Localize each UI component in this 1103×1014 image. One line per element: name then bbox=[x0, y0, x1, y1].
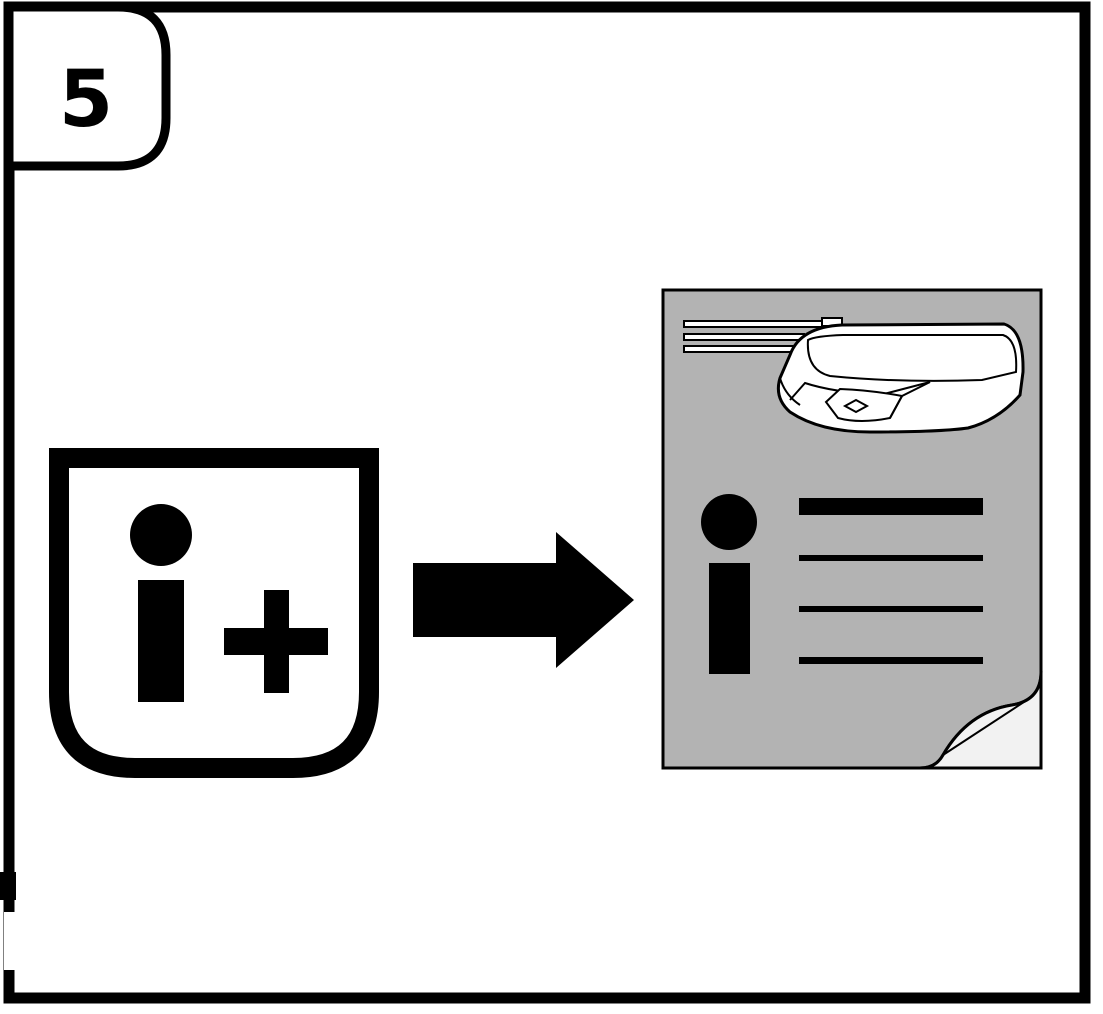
step-number: 5 bbox=[59, 55, 113, 145]
garage-door-opener-icon bbox=[683, 317, 1025, 434]
step-badge: 5 bbox=[4, 2, 171, 171]
frame-notch bbox=[0, 872, 16, 900]
arrow-right-icon bbox=[413, 532, 634, 668]
info-document-icon bbox=[661, 288, 1043, 770]
frame-notch-gap bbox=[4, 912, 16, 970]
info-plus-shield-icon bbox=[49, 448, 379, 778]
